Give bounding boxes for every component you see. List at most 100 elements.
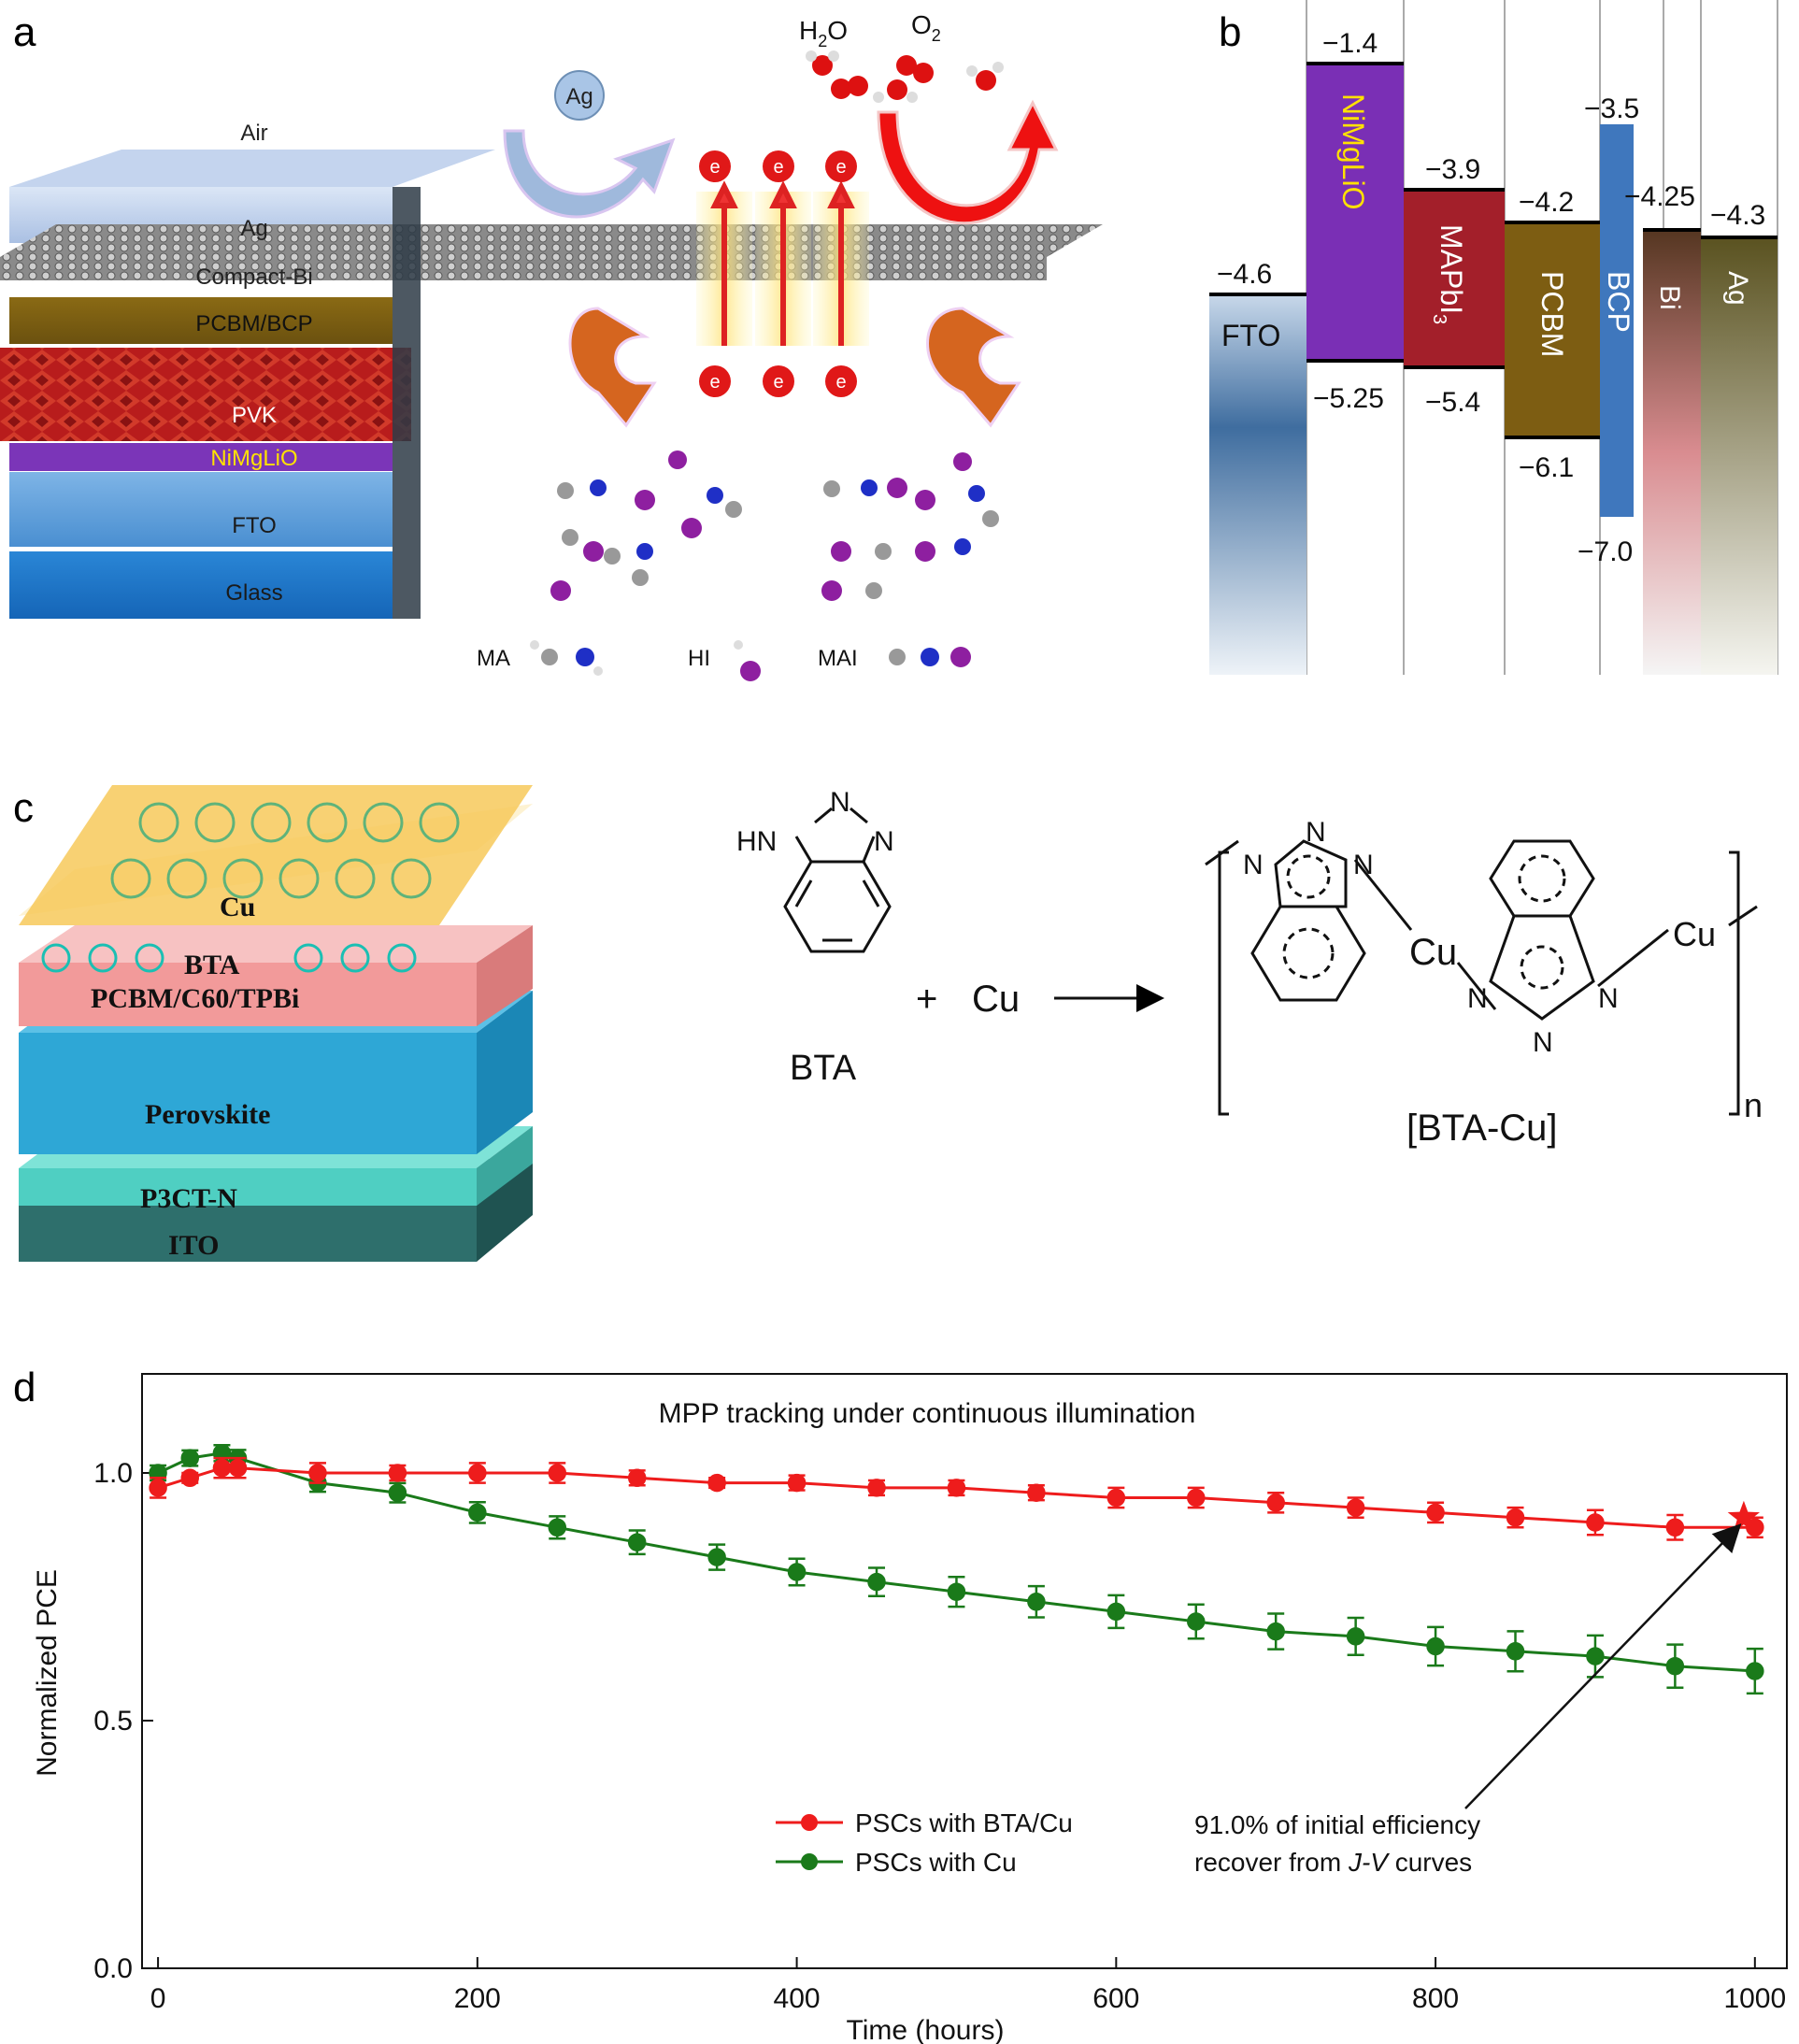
x-tick-label: 200 <box>454 1983 501 2014</box>
data-point <box>1426 1637 1445 1656</box>
band-label-fto: FTO <box>1221 319 1280 352</box>
data-point <box>468 1503 487 1522</box>
data-point <box>468 1464 487 1482</box>
data-point <box>1346 1627 1365 1646</box>
bta-name: BTA <box>790 1049 857 1088</box>
layer-label-p3ct-n: P3CT-N <box>140 1183 237 1214</box>
band-label-nimglio: NiMgLiO <box>1336 93 1370 209</box>
complex-cu-label: Cu <box>1409 932 1457 973</box>
band-label-bi: Bi <box>1654 285 1685 310</box>
nimglio-layer <box>9 443 393 471</box>
svg-text:e: e <box>709 157 720 178</box>
glass-layer <box>9 551 393 619</box>
data-point <box>1107 1602 1126 1622</box>
legend-label-cu: PSCs with Cu <box>855 1848 1017 1877</box>
layer-label-ag: Ag <box>240 216 267 241</box>
water-oxygen-arrow <box>877 99 1059 225</box>
cu-layer <box>19 785 533 925</box>
electron-arrow <box>710 180 738 346</box>
level-ag: −4.3 <box>1710 200 1765 231</box>
layer-label-ito: ITO <box>168 1230 219 1261</box>
legend-mai-molecule <box>889 647 971 667</box>
y-tick-label: 0.5 <box>93 1706 133 1737</box>
fto-layer <box>9 472 393 547</box>
legend-label-bta-cu: PSCs with BTA/Cu <box>855 1808 1073 1837</box>
annotation-arrow <box>1464 1523 1742 1809</box>
level-nimglio-bottom: −5.25 <box>1313 383 1384 414</box>
data-point <box>627 1533 647 1551</box>
x-tick-label: 0 <box>150 1983 166 2014</box>
x-tick-label: 600 <box>1092 1983 1139 2014</box>
air-layer-top <box>9 150 495 187</box>
bta-hn-label: HN <box>736 826 777 857</box>
legend-hi-label: HI <box>688 646 710 671</box>
data-point <box>228 1458 248 1478</box>
bta-n-label: N <box>830 787 850 818</box>
ito-side <box>477 1159 533 1262</box>
bta-structure <box>783 807 892 953</box>
complex-n-label-5: N <box>1533 1027 1553 1058</box>
complex-n-label-2: N <box>1306 817 1326 848</box>
y-axis-label: Normalized PCE <box>32 1569 63 1777</box>
plot-frame <box>141 1373 1788 1969</box>
level-nimglio-top: −1.4 <box>1322 28 1378 59</box>
data-point <box>388 1483 407 1502</box>
data-point <box>180 1468 200 1488</box>
molecule-cluster-left <box>550 450 742 601</box>
level-bi: −4.25 <box>1624 181 1695 212</box>
data-point <box>1506 1642 1525 1661</box>
decomposition-arrow-right <box>926 307 1021 428</box>
decomposition-arrow-left <box>568 307 657 428</box>
legend-ma-label: MA <box>477 646 510 671</box>
level-fto: −4.6 <box>1217 259 1272 290</box>
data-point <box>1665 1518 1685 1537</box>
complex-cu-label-2: Cu <box>1673 915 1716 953</box>
panel-c-device-and-reaction: Cu BTA PCBM/C60/TPBi Perovskite P3CT-N I… <box>19 785 1763 1262</box>
panel-b-energy-diagram: −4.6 −1.4 −5.25 −3.9 −5.4 −4.2 −6.1 −3.5… <box>1209 0 1778 675</box>
layer-label-air: Air <box>240 121 267 146</box>
compact-bi-sheet <box>0 224 1103 280</box>
data-point <box>1426 1503 1445 1522</box>
panel-label-c: c <box>13 785 34 831</box>
data-point <box>1027 1483 1046 1502</box>
data-point <box>867 1572 886 1592</box>
layer-label-fto: FTO <box>232 513 277 538</box>
electron-arrow <box>827 180 855 346</box>
svg-text:e: e <box>709 372 720 393</box>
electrons-bottom: e e e <box>699 365 857 397</box>
data-point <box>1187 1612 1206 1631</box>
plus-sign: + <box>916 979 937 1020</box>
ag-atom <box>554 70 605 121</box>
pcbm-bcp-layer <box>9 297 393 344</box>
data-point <box>707 1548 726 1566</box>
layer-label-pcbm-bcp: PCBM/BCP <box>195 311 312 336</box>
pvk-layer <box>0 348 411 441</box>
panel-label-a: a <box>13 9 36 55</box>
layer-side-edge <box>393 187 421 619</box>
data-point <box>867 1479 886 1497</box>
y-tick-label: 1.0 <box>93 1458 133 1489</box>
data-point <box>787 1473 807 1493</box>
star-marker <box>1727 1500 1760 1532</box>
band-pcbm <box>1505 222 1600 437</box>
h2o-label: H2O <box>799 16 848 50</box>
layer-label-pvk: PVK <box>232 403 277 428</box>
complex-n-label: N <box>1243 850 1264 880</box>
data-point <box>1107 1488 1126 1508</box>
x-axis-label: Time (hours) <box>847 2015 1005 2044</box>
layer-label-cu: Cu <box>220 892 255 922</box>
perovskite-layer <box>19 1033 477 1154</box>
bta-n-label-2: N <box>874 826 894 857</box>
data-point <box>1586 1647 1605 1665</box>
level-pcbm-top: −4.2 <box>1519 187 1574 218</box>
data-point <box>1266 1494 1285 1512</box>
p3ctn-layer <box>19 1168 477 1206</box>
ito-layer <box>19 1206 477 1262</box>
complex-n-label-4: N <box>1467 983 1488 1014</box>
level-bcp-top: −3.5 <box>1584 93 1639 124</box>
electron-arrow <box>769 180 797 346</box>
band-ag <box>1701 237 1778 675</box>
data-point <box>180 1449 200 1467</box>
level-mapbi3-top: −3.9 <box>1425 154 1480 185</box>
band-fto <box>1209 294 1306 675</box>
